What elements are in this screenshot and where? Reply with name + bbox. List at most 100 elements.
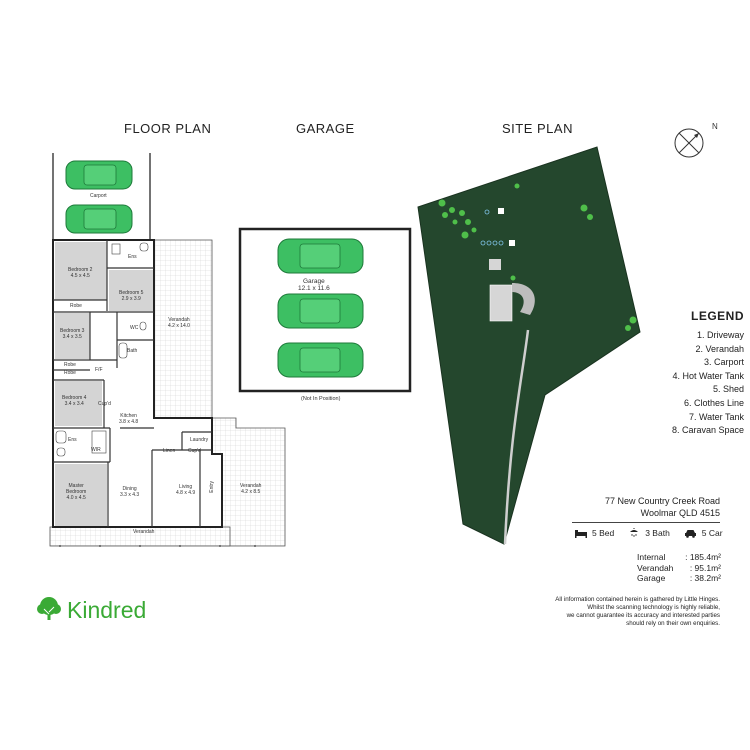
verandah-east-label: Verandah 4.2 x 14.0	[168, 317, 190, 330]
car-feature: 5 Car	[684, 528, 723, 538]
master-bedroom-room	[55, 464, 107, 527]
legend: LEGEND 1. Driveway 2. Verandah 3. Carpor…	[640, 309, 744, 438]
master-name-2: Bedroom	[66, 488, 87, 495]
disclaimer: All information contained herein is gath…	[520, 596, 720, 628]
bedroom3-room	[55, 313, 90, 359]
garage-car-2	[277, 293, 364, 329]
car-icon	[684, 529, 696, 538]
garage-size: 12.1 x 11.6	[298, 285, 330, 293]
site-house	[489, 283, 535, 322]
living-label: Living 4.8 x 4.9	[176, 484, 195, 497]
verandah-east-size: 4.2 x 14.0	[168, 322, 190, 329]
legend-item: 7. Water Tank	[688, 411, 744, 422]
carport-car-2	[65, 204, 133, 234]
garage-car-1	[277, 238, 364, 274]
ff-label: F/F	[95, 367, 103, 373]
bedroom3-name: Bedroom 3	[60, 328, 85, 334]
bath-label: Bath	[127, 348, 138, 354]
legend-item: 2. Verandah	[695, 343, 744, 354]
ens-label: Ens	[128, 254, 137, 260]
bath-count: 3 Bath	[645, 528, 670, 538]
bedroom4-name: Bedroom 4	[62, 395, 87, 401]
ens-label-2: Ens	[68, 437, 77, 443]
driveway-path	[503, 329, 530, 545]
compass-north-label: N	[712, 122, 718, 131]
bathroom-fixtures	[55, 242, 149, 457]
linen-label: Linen	[163, 448, 176, 454]
robe-label-3: Robe	[64, 370, 76, 376]
site-plan-heading: SITE PLAN	[502, 121, 573, 136]
wir-label: WIR	[91, 447, 101, 453]
area-summary: Internal : 185.4m² Verandah : 95.1m² Gar…	[637, 552, 721, 584]
area-label: Garage	[637, 573, 666, 583]
area-row: Garage : 38.2m²	[637, 573, 721, 584]
garage-car-3	[277, 342, 364, 378]
laundry-label: Laundry	[190, 437, 209, 443]
cupd-label: Cup'd	[98, 401, 111, 407]
bedroom5-size: 2.9 x 3.9	[121, 295, 141, 302]
property-boundary	[417, 146, 641, 545]
shower-icon	[630, 528, 639, 537]
area-value: : 185.4m²	[685, 552, 721, 562]
legend-item: 5. Shed	[712, 384, 744, 395]
bedroom2-size: 4.5 x 4.5	[70, 272, 90, 279]
bedroom5-name: Bedroom 5	[119, 290, 144, 296]
area-label: Internal	[637, 552, 666, 562]
bedroom5-room	[109, 270, 153, 311]
legend-item: 8. Caravan Space	[671, 425, 744, 436]
disclaimer-line: we cannot guarantee its accuracy and int…	[566, 612, 720, 619]
address-line-1: 77 New Country Creek Road	[604, 496, 720, 506]
bedroom4-label: Bedroom 4 3.4 x 3.4	[62, 395, 87, 408]
brand-name: Kindred	[67, 596, 147, 623]
verandah-east-name: Verandah	[168, 317, 190, 323]
compass-icon	[674, 128, 704, 158]
site-water-tank-2	[509, 240, 515, 246]
verandah-se-name: Verandah	[240, 483, 262, 489]
legend-item: 4. Hot Water Tank	[672, 370, 744, 381]
master-bedroom-label: Master Bedroom 4.0 x 4.5	[66, 483, 87, 501]
verandah-posts	[59, 545, 256, 547]
site-shed	[489, 259, 501, 270]
garage-name: Garage	[303, 278, 325, 285]
bedroom2-name: Bedroom 2	[68, 267, 93, 273]
property-address: 77 New Country Creek Road Woolmar QLD 45…	[605, 495, 720, 519]
bedroom3-label: Bedroom 3 3.4 x 3.5	[60, 328, 85, 341]
legend-item: 1. Driveway	[696, 330, 744, 340]
kitchen-label: Kitchen 3.8 x 4.8	[119, 413, 139, 426]
bedroom5-label: Bedroom 5 2.9 x 3.9	[119, 290, 144, 303]
brand-logo: Kindred	[35, 596, 146, 624]
bedroom4-size: 3.4 x 3.4	[64, 400, 84, 407]
area-row: Internal : 185.4m²	[637, 552, 721, 563]
site-water-tank-1	[498, 208, 504, 214]
car-count: 5 Car	[701, 528, 723, 538]
bedroom2-label: Bedroom 2 4.5 x 4.5	[68, 267, 93, 280]
floor-plan-heading: FLOOR PLAN	[124, 121, 212, 136]
dining-label: Dining 3.3 x 4.3	[120, 486, 139, 499]
bed-icon	[575, 529, 587, 538]
bedroom4-room	[55, 381, 102, 426]
disclaimer-line: should rely on their own enquiries.	[626, 620, 720, 627]
bed-feature: 5 Bed	[575, 528, 614, 538]
bath-feature: 3 Bath	[628, 528, 670, 538]
house-outer-walls	[52, 239, 223, 528]
garage-label: Garage 12.1 x 11.6	[298, 278, 330, 293]
bedroom2-room	[55, 242, 107, 300]
carport-car-1	[65, 160, 133, 190]
kitchen-size: 3.8 x 4.8	[119, 418, 139, 425]
interior-walls	[53, 240, 212, 527]
address-divider	[572, 522, 720, 523]
site-trees	[438, 183, 637, 331]
verandah-south-label: Verandah	[133, 529, 155, 535]
dining-name: Dining	[122, 486, 137, 492]
disclaimer-line: All information contained herein is gath…	[555, 596, 720, 603]
feature-summary: 5 Bed 3 Bath 5 Car	[575, 528, 723, 538]
verandah-se-label: Verandah 4.2 x 8.5	[240, 483, 262, 496]
area-row: Verandah : 95.1m²	[637, 563, 721, 574]
bedroom3-size: 3.4 x 3.5	[62, 333, 82, 340]
area-value: : 38.2m²	[689, 573, 721, 583]
tree-logo-icon	[37, 597, 61, 620]
living-name: Living	[179, 484, 193, 490]
disclaimer-line: Whilst the scanning technology is highly…	[587, 604, 720, 611]
